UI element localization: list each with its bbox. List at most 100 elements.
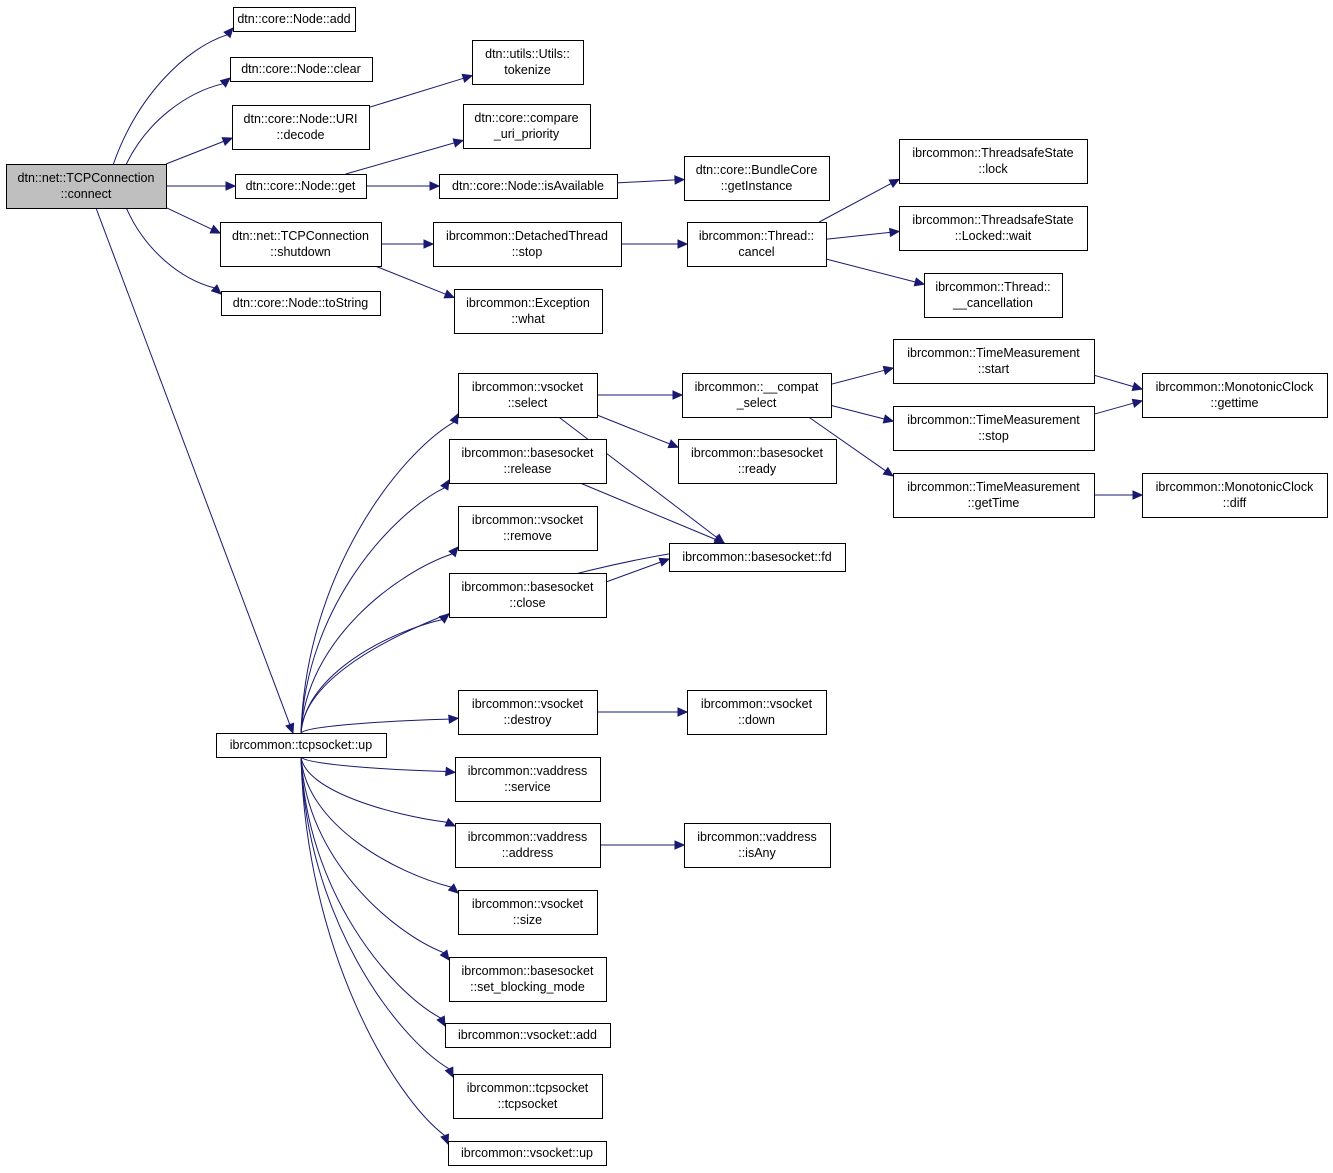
node-mc-gettime[interactable]: ibrcommon::MonotonicClock::gettime — [1142, 373, 1328, 418]
node-node-add[interactable]: dtn::core::Node::add — [233, 7, 356, 32]
node-shutdown[interactable]: dtn::net::TCPConnection::shutdown — [220, 222, 382, 267]
node-box — [669, 543, 846, 572]
edge-line — [300, 756, 447, 772]
node-label: dtn::core::Node::get — [246, 179, 356, 193]
edge-connect-to-tcp_up — [95, 207, 295, 735]
edge-line — [300, 421, 455, 734]
node-bs-fd[interactable]: ibrcommon::basesocket::fd — [669, 543, 846, 572]
node-label: dtn::core::Node::clear — [241, 62, 361, 76]
node-label: ::tcpsocket — [498, 1097, 558, 1111]
node-exc-what[interactable]: ibrcommon::Exception::what — [454, 289, 603, 334]
node-label: ::Locked::wait — [955, 229, 1032, 243]
node-label: ::lock — [978, 162, 1008, 176]
node-label: ::down — [738, 713, 775, 727]
node-va-service[interactable]: ibrcommon::vaddress::service — [455, 757, 601, 802]
node-box — [233, 7, 356, 32]
node-bs-release[interactable]: ibrcommon::basesocket::release — [449, 439, 607, 484]
edge-line — [579, 482, 716, 540]
edge-va_address-to-va_isany — [600, 840, 686, 850]
arrowhead-icon — [444, 817, 457, 827]
node-cancellation[interactable]: ibrcommon::Thread::__cancellation — [924, 273, 1063, 318]
arrowhead-icon — [440, 1133, 450, 1146]
node-node-clear[interactable]: dtn::core::Node::clear — [230, 57, 373, 82]
node-getinstance[interactable]: dtn::core::BundleCore::getInstance — [684, 156, 830, 201]
node-tm-stop[interactable]: ibrcommon::TimeMeasurement::stop — [893, 406, 1095, 451]
node-label: ::what — [511, 312, 545, 326]
node-tokenize[interactable]: dtn::utils::Utils::tokenize — [472, 40, 584, 85]
node-box — [449, 439, 607, 484]
node-tostring[interactable]: dtn::core::Node::toString — [221, 291, 381, 316]
edge-line — [345, 142, 455, 175]
node-box — [458, 690, 598, 735]
edge-tcp_up-to-vs_up — [300, 756, 450, 1146]
node-box — [1142, 473, 1328, 518]
edge-compat_select-to-tm_gettime — [808, 416, 895, 477]
node-label: ibrcommon::vsocket::up — [461, 1146, 593, 1160]
node-label: ibrcommon::Thread:: — [935, 280, 1050, 294]
node-tm-start[interactable]: ibrcommon::TimeMeasurement::start — [893, 339, 1095, 384]
node-box — [893, 473, 1095, 518]
node-vs-remove[interactable]: ibrcommon::vsocket::remove — [458, 506, 598, 551]
node-vs-add[interactable]: ibrcommon::vsocket::add — [445, 1023, 611, 1048]
node-box — [924, 273, 1063, 318]
edge-line — [818, 183, 892, 223]
node-compat-select[interactable]: ibrcommon::__compat_select — [682, 373, 832, 418]
node-ts-lock[interactable]: ibrcommon::ThreadsafeState::lock — [899, 139, 1088, 184]
arrowhead-icon — [913, 277, 926, 287]
edge-line — [300, 756, 446, 1136]
node-cancel[interactable]: ibrcommon::Thread::cancel — [687, 222, 827, 267]
node-vs-destroy[interactable]: ibrcommon::vsocket::destroy — [458, 690, 598, 735]
node-tcp-up[interactable]: ibrcommon::tcpsocket::up — [216, 733, 387, 758]
node-va-isany[interactable]: ibrcommon::vaddress::isAny — [684, 823, 831, 868]
node-label: ::diff — [1223, 496, 1247, 510]
arrowhead-icon — [423, 239, 435, 249]
node-uri-decode[interactable]: dtn::core::Node::URI::decode — [232, 105, 370, 150]
node-connect[interactable]: dtn::net::TCPConnection::connect — [6, 164, 167, 209]
node-box — [216, 733, 387, 758]
node-box — [235, 174, 367, 199]
edge-line — [300, 487, 445, 734]
node-compare[interactable]: dtn::core::compare_uri_priority — [463, 104, 591, 149]
node-box — [220, 222, 382, 267]
arrowhead-icon — [667, 439, 680, 449]
node-box — [433, 222, 622, 267]
node-bs-close[interactable]: ibrcommon::basesocket::close — [449, 573, 607, 618]
node-label: ibrcommon::basesocket — [691, 446, 824, 460]
edges-layer — [95, 27, 1144, 1146]
edge-line — [300, 756, 450, 1070]
edge-line — [1093, 374, 1134, 388]
node-tm-gettime[interactable]: ibrcommon::TimeMeasurement::getTime — [893, 473, 1095, 518]
edge-vs_destroy-to-vs_down — [597, 707, 689, 717]
arrowhead-icon — [440, 478, 450, 491]
node-bs-ready[interactable]: ibrcommon::basesocket::ready — [678, 439, 837, 484]
edge-line — [165, 140, 224, 165]
node-label: ::shutdown — [270, 245, 331, 259]
node-mc-diff[interactable]: ibrcommon::MonotonicClock::diff — [1142, 473, 1328, 518]
node-box — [687, 690, 827, 735]
arrowhead-icon — [223, 27, 234, 39]
node-box — [678, 439, 837, 484]
edge-shutdown-to-exc_what — [375, 265, 456, 299]
node-label: ibrcommon::vaddress — [468, 764, 588, 778]
edge-connect-to-node_clear — [125, 77, 231, 165]
node-label: ::stop — [512, 245, 543, 259]
node-isavailable[interactable]: dtn::core::Node::isAvailable — [439, 174, 618, 199]
arrowhead-icon — [429, 181, 441, 191]
node-label: _select — [736, 396, 777, 410]
node-node-get[interactable]: dtn::core::Node::get — [235, 174, 367, 199]
node-ts-wait[interactable]: ibrcommon::ThreadsafeState::Locked::wait — [899, 206, 1088, 251]
node-bs-setblocking[interactable]: ibrcommon::basesocket::set_blocking_mode — [449, 957, 607, 1002]
node-dt-stop[interactable]: ibrcommon::DetachedThread::stop — [433, 222, 622, 267]
node-tcp-ctor[interactable]: ibrcommon::tcpsocket::tcpsocket — [453, 1074, 603, 1119]
node-label: ::destroy — [504, 713, 553, 727]
node-vs-select[interactable]: ibrcommon::vsocket::select — [458, 373, 598, 418]
node-va-address[interactable]: ibrcommon::vaddress::address — [455, 823, 601, 868]
node-vs-size[interactable]: ibrcommon::vsocket::size — [458, 890, 598, 935]
node-label: ::set_blocking_mode — [470, 980, 585, 994]
arrowhead-icon — [658, 557, 671, 567]
node-vs-up[interactable]: ibrcommon::vsocket::up — [448, 1141, 607, 1166]
node-vs-down[interactable]: ibrcommon::vsocket::down — [687, 690, 827, 735]
node-label: ibrcommon::vsocket — [472, 897, 584, 911]
edge-connect-to-tostring — [125, 207, 222, 295]
edge-line — [1093, 402, 1134, 415]
